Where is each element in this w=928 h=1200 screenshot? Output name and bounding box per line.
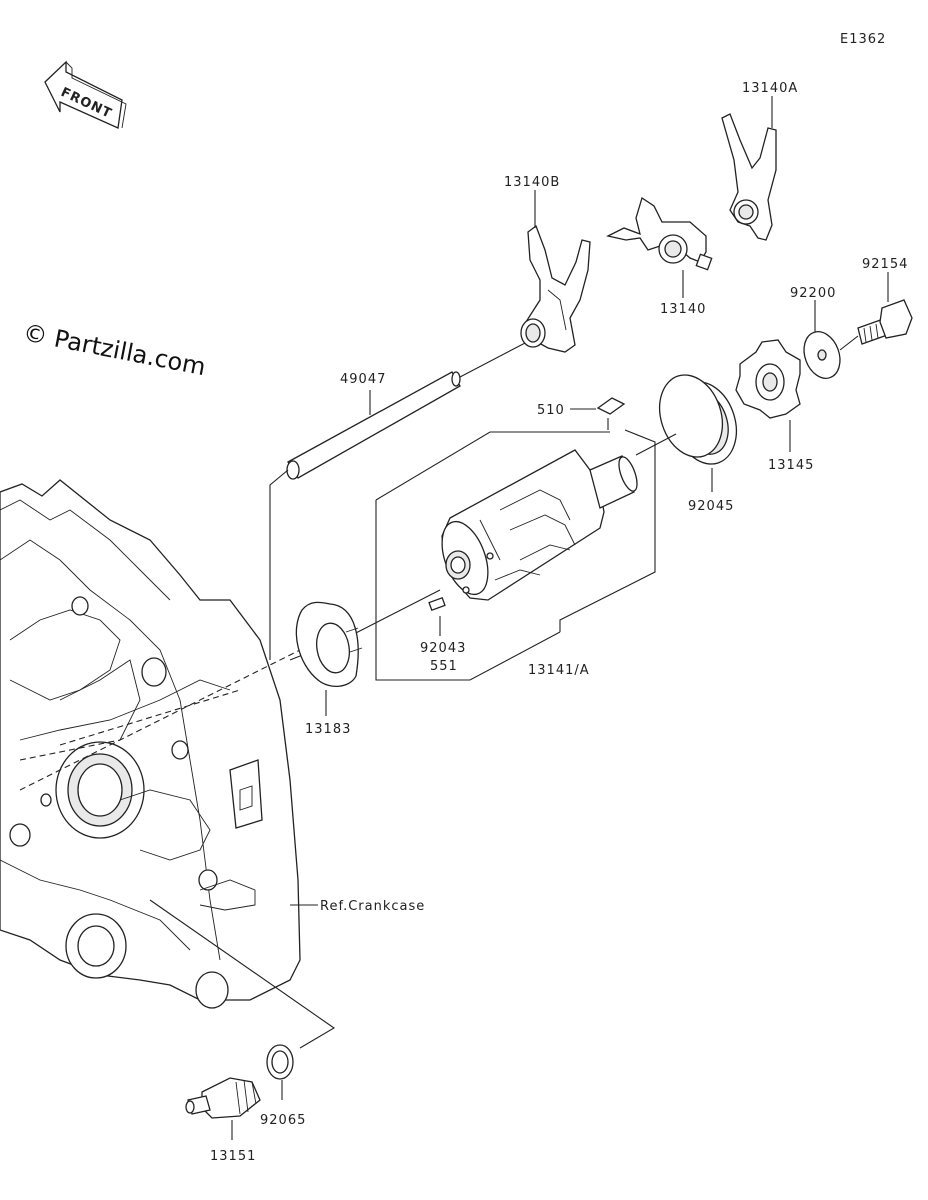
callout-13140: 13140 <box>660 302 706 317</box>
callout-92200: 92200 <box>790 286 836 301</box>
callout-92045: 92045 <box>688 499 734 514</box>
key <box>596 397 626 415</box>
callout-13140a: 13140A <box>742 81 798 96</box>
callout-92043: 92043 <box>420 641 466 656</box>
thrust-washer <box>295 601 363 687</box>
callout-92154: 92154 <box>862 257 908 272</box>
bolt <box>857 299 913 345</box>
switch-washer <box>266 1044 294 1080</box>
callout-13140b: 13140B <box>504 175 560 190</box>
callout-551: 551 <box>430 659 458 674</box>
shift-fork-a <box>721 113 777 241</box>
callout-510: 510 <box>537 403 565 418</box>
callout-13145: 13145 <box>768 458 814 473</box>
star-plate <box>735 339 801 419</box>
callout-13151: 13151 <box>210 1149 256 1164</box>
shift-fork <box>606 196 713 271</box>
shift-drum <box>441 449 638 601</box>
crankcase-ref-label: Ref.Crankcase <box>320 899 425 914</box>
diagram-code: E1362 <box>840 32 886 47</box>
crankcase-drawing <box>0 479 301 1009</box>
pin <box>428 597 446 611</box>
callout-13183: 13183 <box>305 722 351 737</box>
washer <box>803 331 841 379</box>
callout-92065: 92065 <box>260 1113 306 1128</box>
shift-fork-b <box>520 224 591 353</box>
neutral-switch <box>185 1077 261 1119</box>
callout-13141a: 13141/A <box>528 663 590 678</box>
shift-rod <box>286 371 461 480</box>
callout-49047: 49047 <box>340 372 386 387</box>
watermark: © Partzilla.com <box>21 318 208 381</box>
front-arrow-icon: FRONT <box>44 60 127 129</box>
bearing <box>659 374 737 465</box>
